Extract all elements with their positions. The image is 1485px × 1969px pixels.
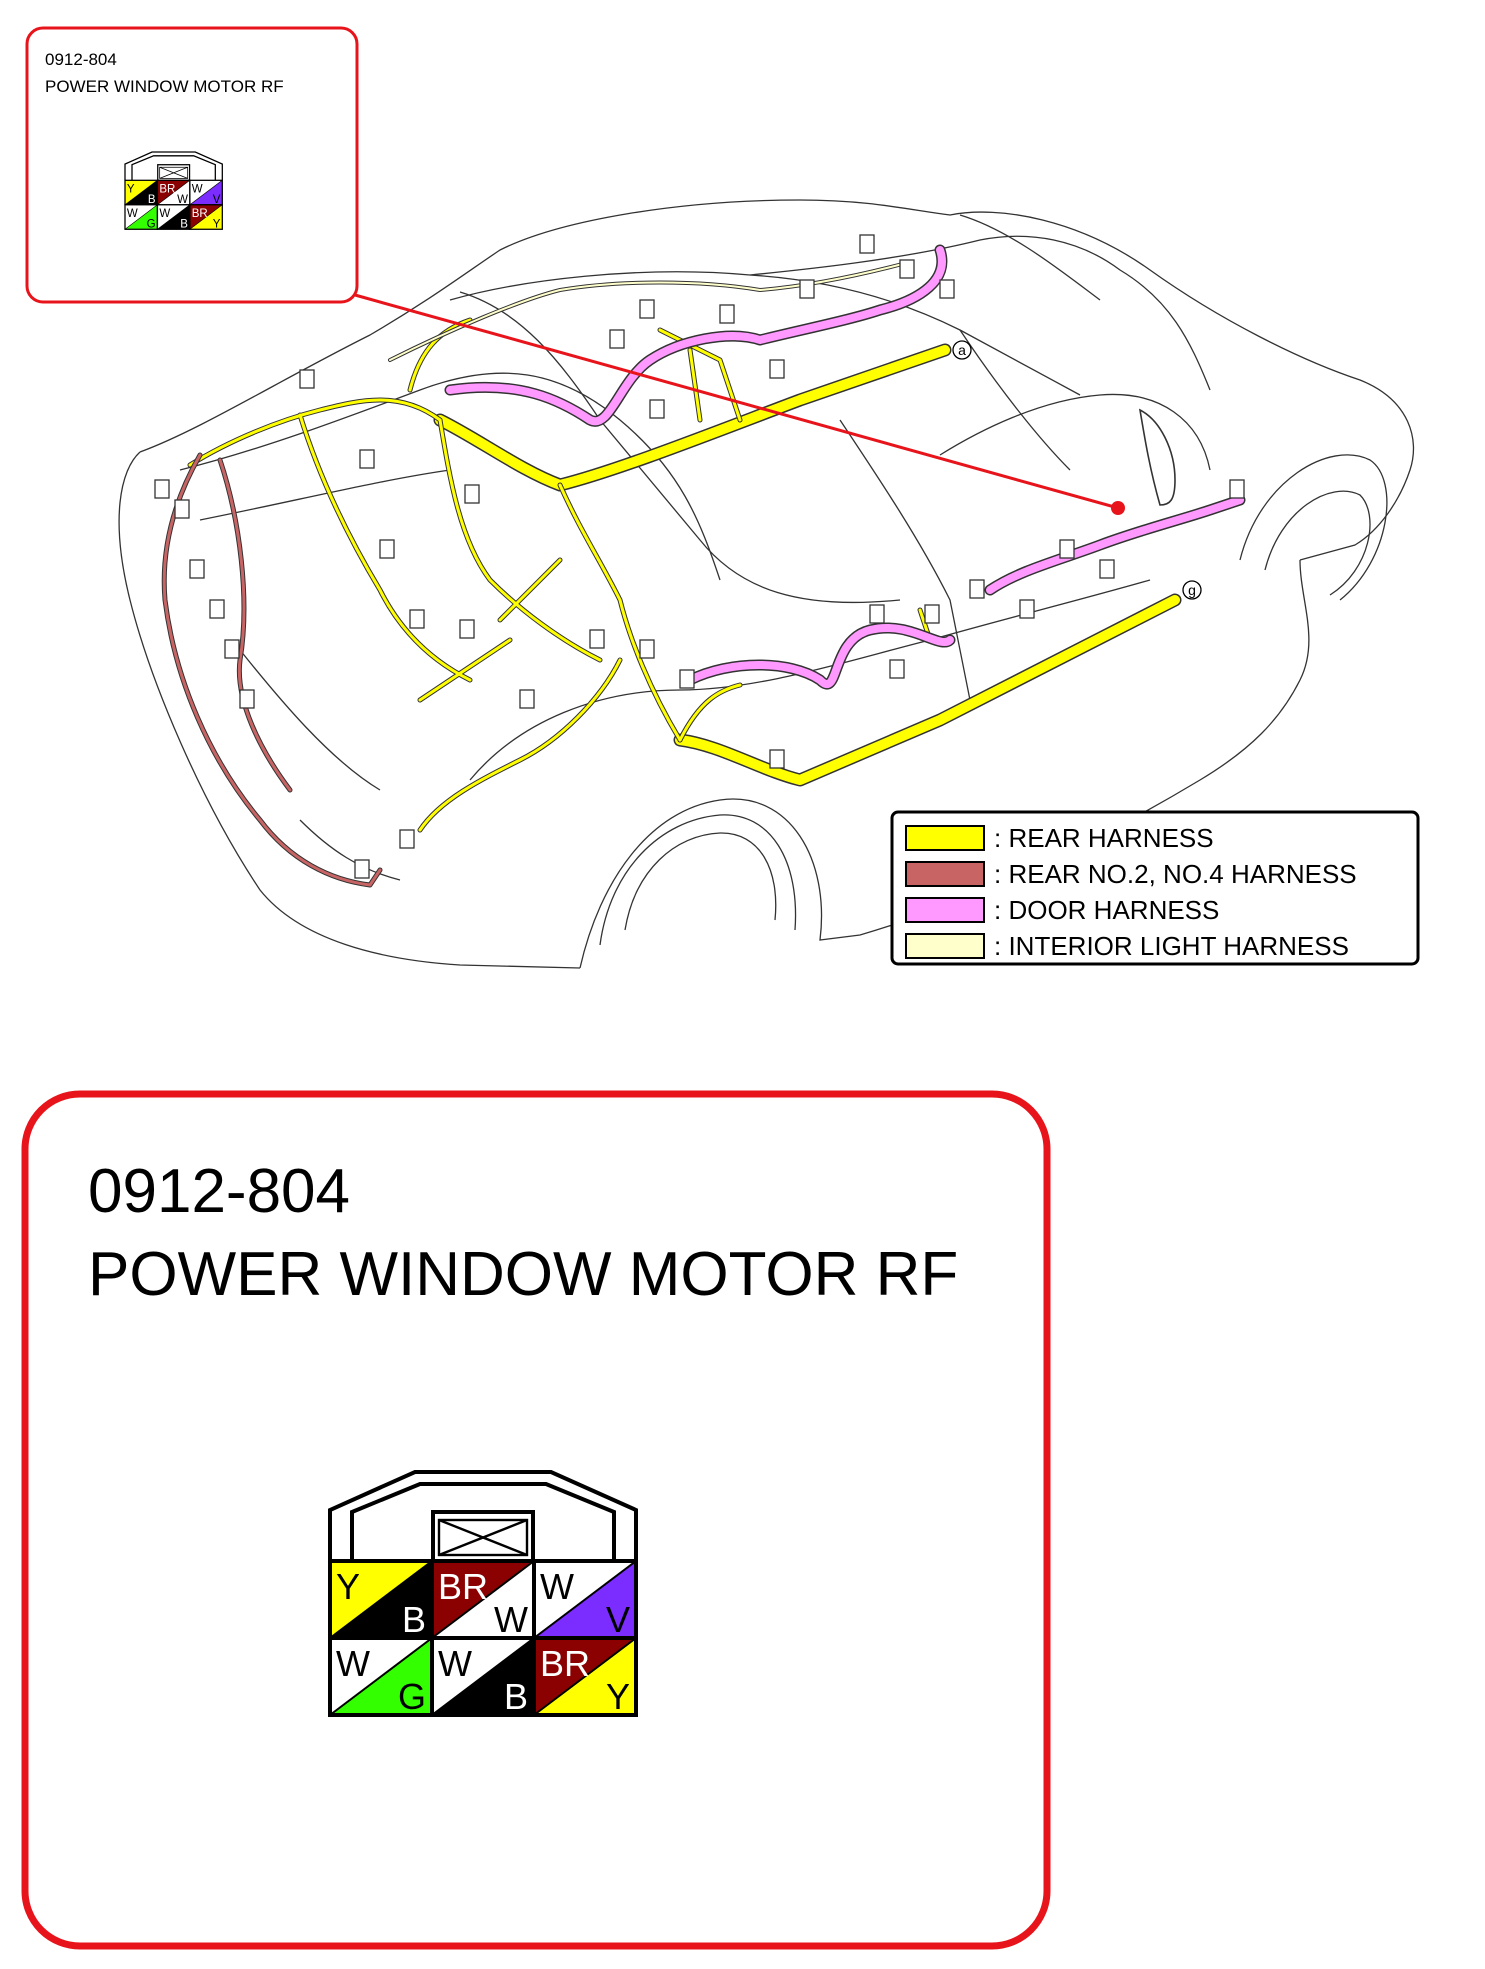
pin-wire-color-primary: BR [438, 1566, 488, 1607]
legend-swatch [905, 825, 985, 851]
pin-wire-color-primary: BR [540, 1643, 590, 1684]
marker-a-label: a [958, 342, 966, 358]
legend-label: : REAR HARNESS [994, 823, 1214, 853]
marker-a: a [952, 340, 972, 360]
harness-routes [161, 244, 1246, 888]
pin-wire-color-primary: Y [336, 1566, 360, 1607]
pin-wire-color-stripe: W [494, 1599, 528, 1640]
connector-inner-frame [350, 1482, 616, 1561]
legend-swatch [905, 897, 985, 923]
callout-large-code: 0912-804 [88, 1157, 350, 1226]
pin-wire-color-stripe: Y [213, 218, 221, 230]
pin-wire-color-stripe: B [180, 218, 188, 230]
legend-swatch [905, 861, 985, 887]
connector-blocks [154, 234, 1245, 879]
pin-wire-color-primary: W [159, 208, 170, 220]
door-harness [444, 244, 1246, 690]
legend-label: : DOOR HARNESS [994, 895, 1219, 925]
connector-pin-5: WB [156, 204, 191, 230]
callout-large: 0912-804 POWER WINDOW MOTOR RF YBBRWWVWG… [21, 1090, 1051, 1950]
connector-pin-2: BRW [156, 179, 191, 206]
connector-inner-frame [131, 155, 216, 181]
legend-item: : REAR HARNESS [905, 823, 1214, 853]
legend-label: : REAR NO.2, NO.4 HARNESS [994, 859, 1357, 889]
leader-line [354, 293, 1119, 510]
pin-wire-color-primary: Y [127, 183, 135, 195]
pin-wire-color-primary: W [336, 1643, 370, 1684]
pin-wire-color-stripe: G [147, 218, 156, 230]
connector-pin-1: YB [124, 179, 159, 206]
pin-wire-color-primary: W [192, 183, 203, 195]
pin-wire-color-stripe: G [398, 1676, 426, 1717]
connector-pin-1: YB [328, 1559, 434, 1640]
callout-small-code: 0912-804 [45, 50, 117, 69]
pin-wire-color-stripe: Y [606, 1676, 630, 1717]
connector-location-dot [1111, 501, 1125, 515]
connector-pin-5: WB [430, 1636, 536, 1717]
connector-pin-2: BRW [430, 1559, 536, 1640]
connector-pin-4: WG [124, 204, 159, 230]
pin-wire-color-primary: BR [159, 183, 175, 195]
car-body-outline [118, 199, 1415, 969]
pin-wire-color-primary: W [540, 1566, 574, 1607]
pin-wire-color-stripe: W [177, 194, 188, 206]
legend-item: : INTERIOR LIGHT HARNESS [905, 931, 1349, 961]
legend-item: : REAR NO.2, NO.4 HARNESS [905, 859, 1357, 889]
rear-harness-branches-fill [188, 318, 932, 832]
connector-latch [157, 164, 191, 181]
pin-wire-color-primary: W [438, 1643, 472, 1684]
legend-label: : INTERIOR LIGHT HARNESS [994, 931, 1349, 961]
connector-pin-6: BR Y [189, 204, 223, 230]
pin-wire-color-stripe: B [504, 1676, 528, 1717]
connector-pin-6: BR Y [532, 1636, 638, 1717]
marker-g: g [1182, 580, 1202, 600]
connector-pin-3: WV [189, 179, 223, 206]
connector-pin-3: WV [532, 1559, 638, 1640]
pin-wire-color-stripe: B [402, 1599, 426, 1640]
legend: : REAR HARNESS : REAR NO.2, NO.4 HARNESS:… [890, 810, 1420, 966]
connector-pin-4: WG [328, 1636, 434, 1717]
callout-large-title: POWER WINDOW MOTOR RF [88, 1240, 958, 1309]
rear-no2-harness [161, 452, 383, 888]
interior-light-harness [388, 260, 912, 362]
pin-wire-color-stripe: V [606, 1599, 630, 1640]
pin-wire-color-primary: W [127, 208, 138, 220]
pin-wire-color-primary: BR [192, 208, 208, 220]
callout-small: 0912-804 POWER WINDOW MOTOR RF YBBRWWVWG… [25, 26, 359, 304]
callout-small-title: POWER WINDOW MOTOR RF [45, 77, 284, 96]
legend-swatch [905, 933, 985, 959]
connector-latch [431, 1510, 535, 1563]
marker-g-label: g [1188, 582, 1196, 598]
pin-wire-color-stripe: V [213, 194, 221, 206]
pin-wire-color-stripe: B [148, 194, 156, 206]
legend-item: : DOOR HARNESS [905, 895, 1219, 925]
rear-harness-main [433, 343, 1182, 787]
